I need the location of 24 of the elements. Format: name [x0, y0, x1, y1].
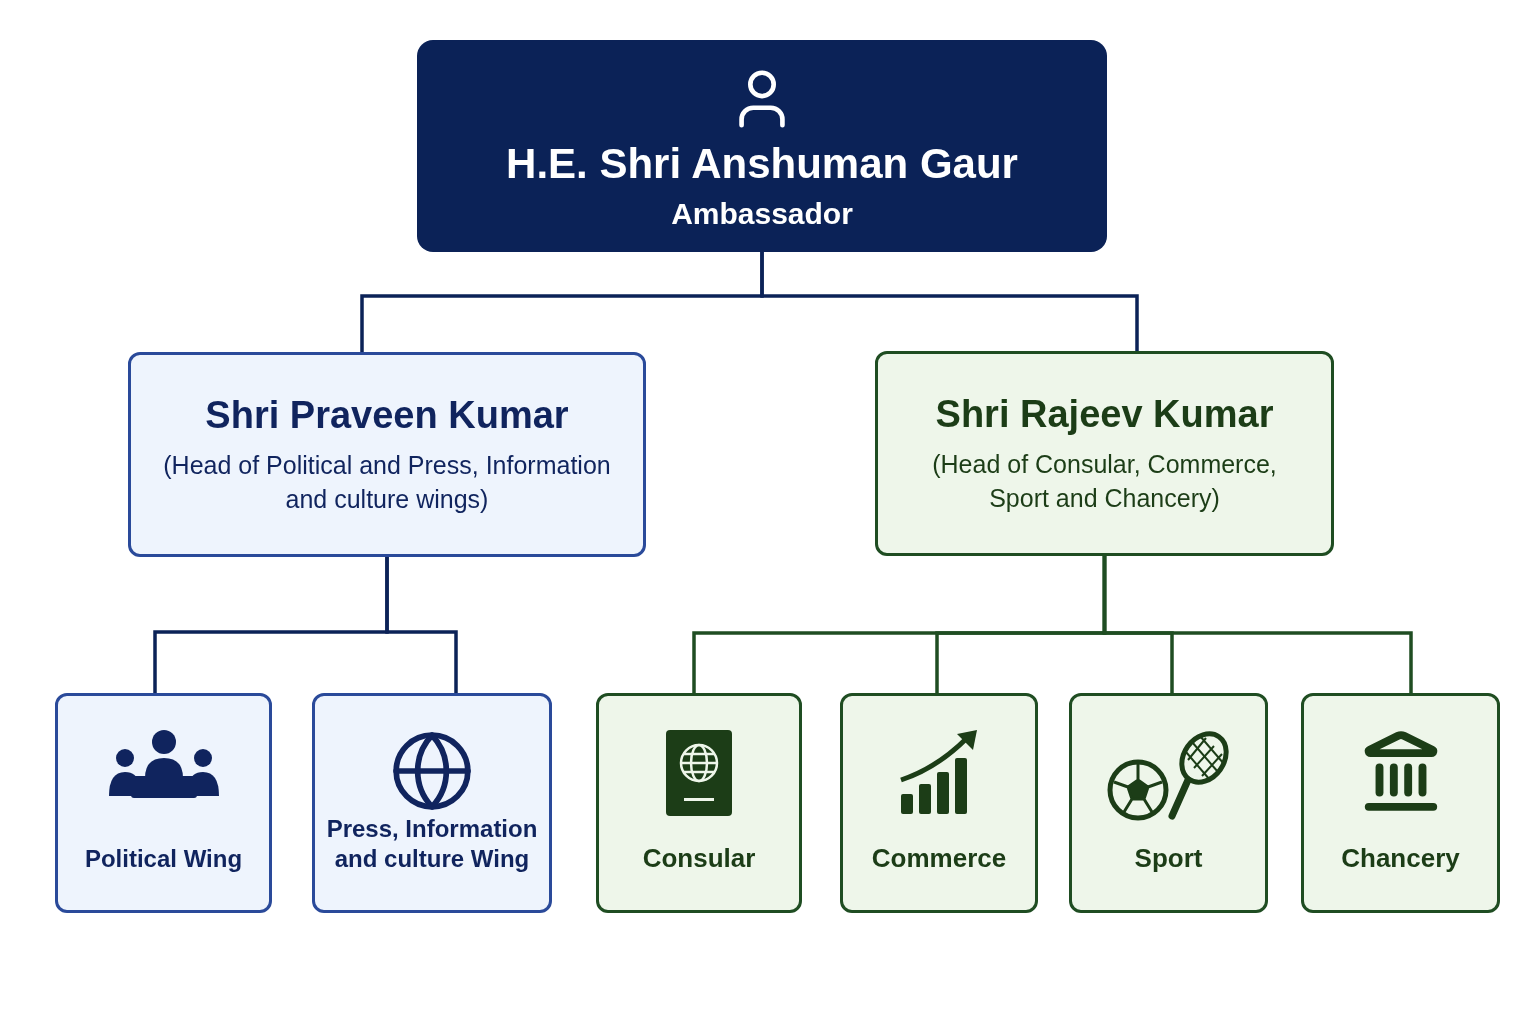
wing-box [840, 693, 1038, 913]
connector-line [760, 252, 1139, 351]
wing-label: Sport [1133, 841, 1204, 874]
wing-label: Consular [641, 841, 757, 874]
wing-label: Press, Information and culture Wing [325, 814, 539, 874]
connector-line [1102, 556, 1413, 693]
head-box [128, 352, 646, 557]
ambassador-box [417, 40, 1107, 252]
wing-box [596, 693, 802, 913]
person-name: H.E. Shri Anshuman Gaur [506, 139, 1018, 190]
wing-box [55, 693, 272, 913]
role-label: (Head of Consular, Commerce, Sport and Chancery) [931, 448, 1278, 515]
wing-box [1301, 693, 1500, 913]
wing-box [1069, 693, 1268, 913]
head-box [875, 351, 1334, 556]
person-name: Shri Praveen Kumar [205, 393, 569, 439]
wing-box [312, 693, 552, 913]
role-label: Ambassador [671, 195, 853, 232]
wing-label: Chancery [1340, 841, 1461, 874]
wing-label: Political Wing [83, 844, 244, 874]
wing-label: Commerce [870, 841, 1008, 874]
role-label: (Head of Political and Press, Information and culture wings) [162, 449, 612, 516]
connector-line [385, 557, 458, 693]
person-name: Shri Rajeev Kumar [935, 392, 1274, 438]
